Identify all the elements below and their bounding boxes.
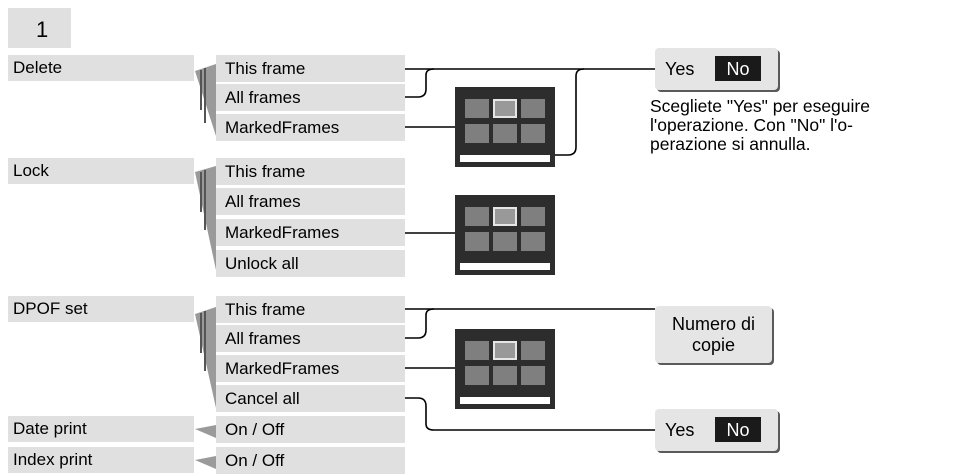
copies-label-line1: Numero di bbox=[671, 313, 756, 334]
page-number-tab: 1 bbox=[8, 8, 71, 48]
submenu-delete-this-frame[interactable]: This frame bbox=[216, 55, 405, 82]
submenu-lock-this-frame[interactable]: This frame bbox=[216, 158, 405, 185]
menu-item-delete[interactable]: Delete bbox=[8, 55, 194, 81]
frame-selection-screen bbox=[455, 87, 555, 167]
submenu-lock-unlock-all[interactable]: Unlock all bbox=[216, 250, 405, 277]
submenu-wedge bbox=[195, 425, 216, 438]
description-line: perazione si annulla. bbox=[650, 134, 811, 154]
menu-item-index-print[interactable]: Index print bbox=[8, 447, 194, 473]
copies-box: Numero di copie bbox=[655, 306, 772, 363]
submenu-dpof-all-frames[interactable]: All frames bbox=[216, 325, 405, 352]
no-option[interactable]: No bbox=[715, 417, 761, 442]
menu-item-dpof-set[interactable]: DPOF set bbox=[8, 296, 194, 322]
confirm-dialog: Yes No bbox=[655, 409, 778, 451]
yes-option[interactable]: Yes bbox=[665, 420, 695, 440]
description-line: l'operazione. Con "No" l'o- bbox=[650, 115, 853, 135]
menu-item-date-print[interactable]: Date print bbox=[8, 416, 194, 442]
submenu-dpof-marked-frames[interactable]: MarkedFrames bbox=[216, 355, 405, 382]
page-number: 1 bbox=[36, 17, 49, 42]
description-text: Scegliete "Yes" per eseguire l'operazion… bbox=[650, 97, 950, 154]
yes-option[interactable]: Yes bbox=[665, 59, 695, 79]
no-option[interactable]: No bbox=[715, 56, 761, 81]
submenu-lock-marked-frames[interactable]: MarkedFrames bbox=[216, 219, 405, 246]
submenu-lock-all-frames[interactable]: All frames bbox=[216, 188, 405, 215]
connector-line bbox=[405, 308, 435, 339]
connector-line bbox=[405, 68, 435, 98]
description-line: Scegliete "Yes" per eseguire bbox=[650, 96, 870, 116]
submenu-dpof-cancel-all[interactable]: Cancel all bbox=[216, 385, 405, 412]
copies-label-line2: copie bbox=[691, 334, 736, 355]
frame-selection-screen bbox=[455, 329, 555, 409]
menu-item-lock[interactable]: Lock bbox=[8, 158, 194, 184]
frame-selection-screen bbox=[455, 195, 555, 275]
submenu-dpof-this-frame[interactable]: This frame bbox=[216, 296, 405, 323]
submenu-index-print-on-off[interactable]: On / Off bbox=[216, 447, 405, 474]
connector-line bbox=[405, 397, 655, 431]
submenu-delete-marked-frames[interactable]: MarkedFrames bbox=[216, 114, 405, 141]
submenu-delete-all-frames[interactable]: All frames bbox=[216, 84, 405, 111]
submenu-date-print-on-off[interactable]: On / Off bbox=[216, 416, 405, 443]
connector-line bbox=[555, 68, 585, 156]
confirm-dialog: Yes No bbox=[655, 48, 778, 90]
submenu-wedge bbox=[195, 456, 216, 469]
